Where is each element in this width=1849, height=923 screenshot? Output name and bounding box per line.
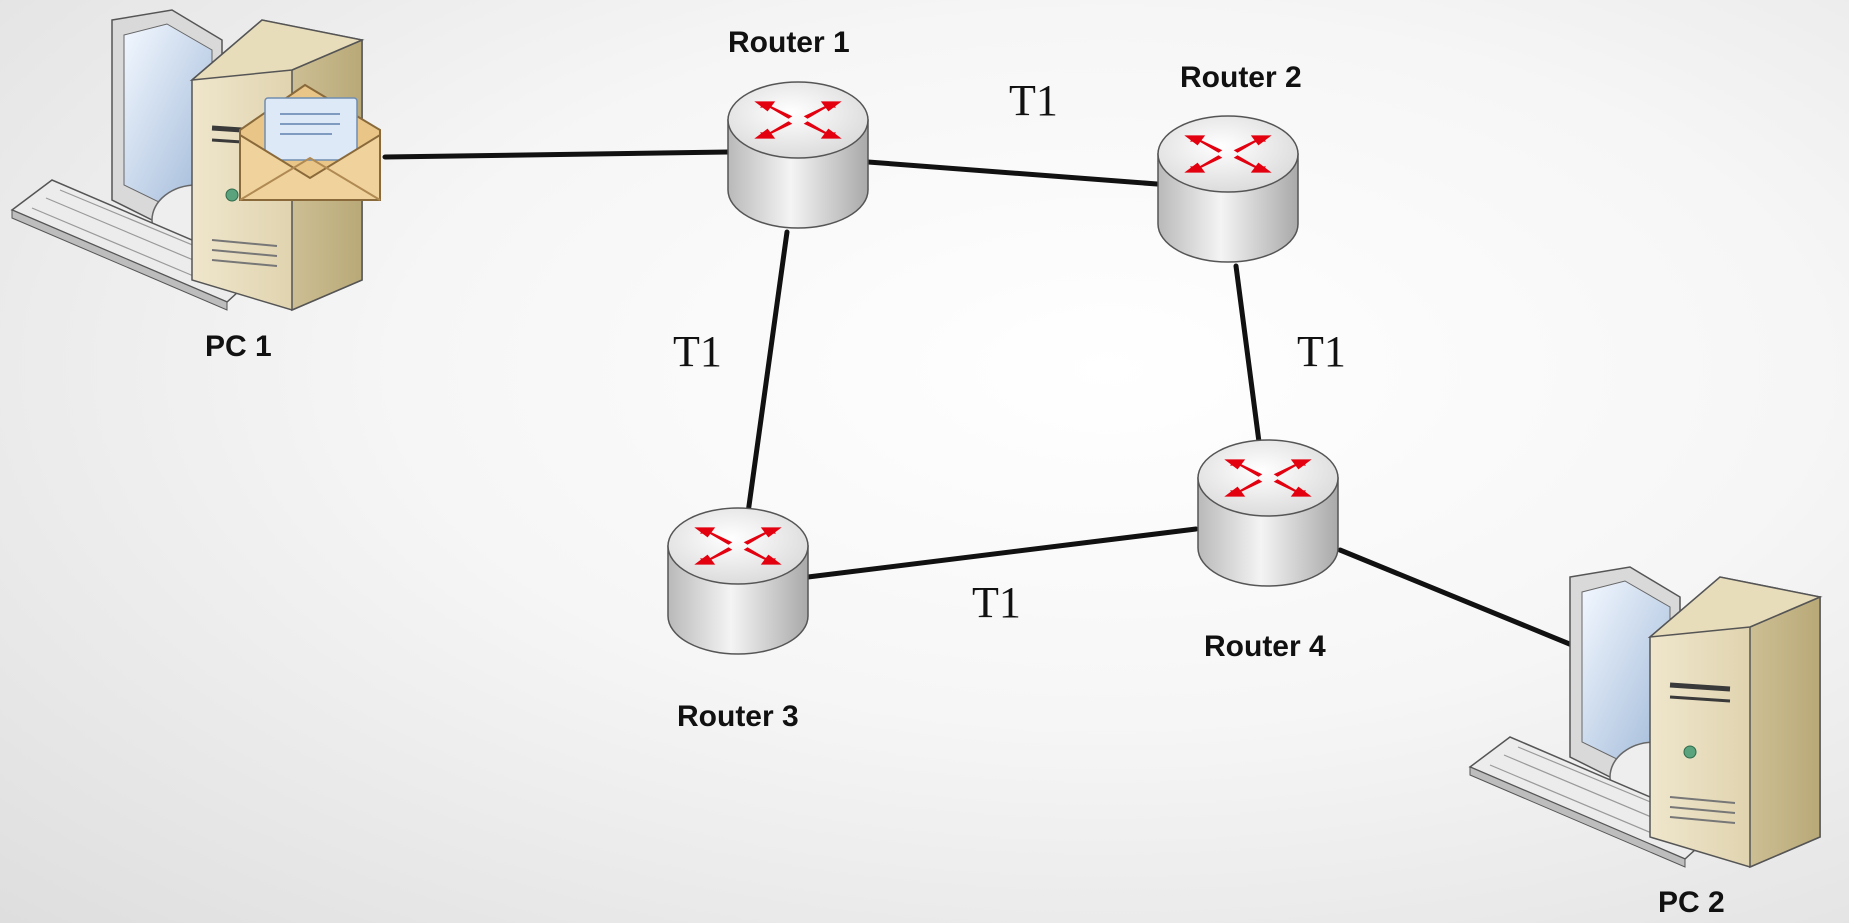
router2-label: Router 2 xyxy=(1180,61,1302,94)
router2-node: Router 2 xyxy=(1158,61,1302,262)
link-label-router3-router4: T1 xyxy=(972,578,1021,627)
router3-node: Router 3 xyxy=(668,508,808,733)
router-icon xyxy=(1158,116,1298,262)
link-label-router1-router2: T1 xyxy=(1009,76,1058,125)
link-router4-pc2 xyxy=(1337,547,1575,648)
pc1-label: PC 1 xyxy=(205,330,272,363)
router1-node: Router 1 xyxy=(728,26,868,228)
pc2-node: PC 2 xyxy=(1470,567,1820,919)
link-label-router1-router3: T1 xyxy=(673,327,722,376)
pc1-node: PC 1 xyxy=(12,10,381,363)
link-router2-router4 xyxy=(1233,263,1262,445)
router1-label: Router 1 xyxy=(728,26,850,59)
envelope-icon xyxy=(239,83,381,201)
link-router1-router2 xyxy=(865,159,1160,187)
router-icon xyxy=(668,508,808,654)
link-router1-router3 xyxy=(745,229,790,516)
link-label-router2-router4: T1 xyxy=(1297,327,1346,376)
link-pc1-router1 xyxy=(382,149,731,160)
router4-node: Router 4 xyxy=(1198,440,1338,663)
router4-label: Router 4 xyxy=(1204,630,1326,663)
link-router3-router4 xyxy=(805,526,1199,580)
pc2-label: PC 2 xyxy=(1658,886,1725,919)
router-icon xyxy=(728,82,868,228)
computer-icon xyxy=(1470,567,1820,867)
router3-label: Router 3 xyxy=(677,700,799,733)
router-icon xyxy=(1198,440,1338,586)
